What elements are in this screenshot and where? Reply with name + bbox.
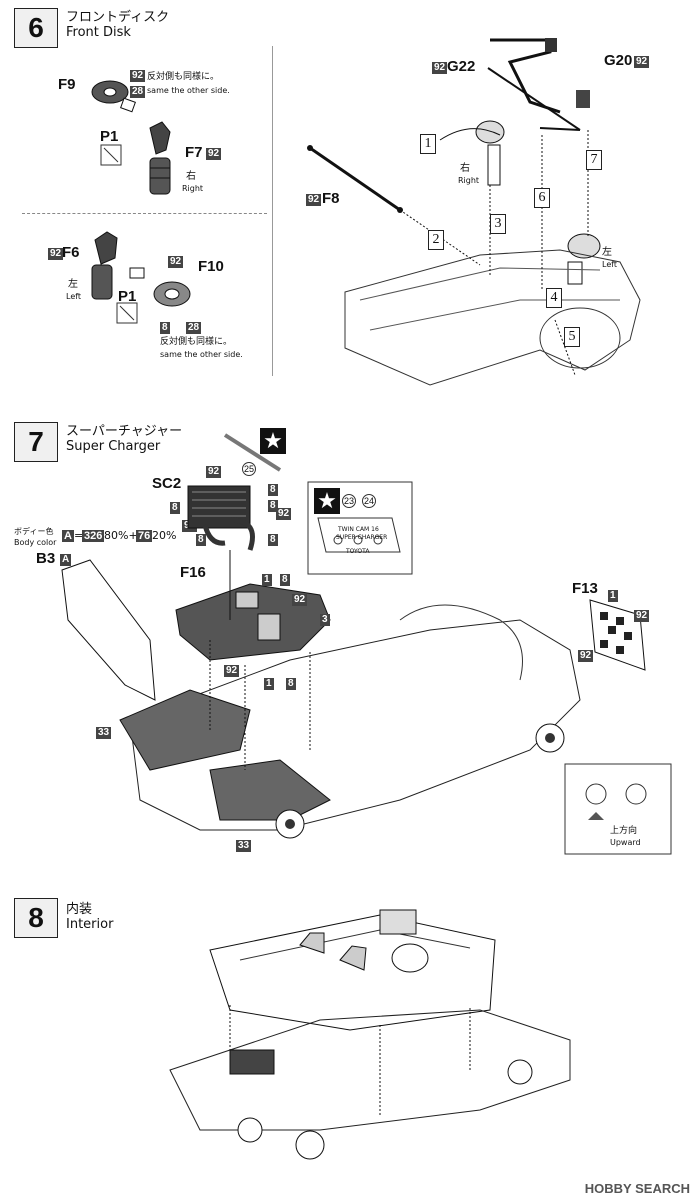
code-92-f10: 92 — [168, 256, 184, 268]
step-7-title-jp: スーパーチャジャー — [66, 424, 183, 439]
code-8-f16: 8 — [280, 574, 290, 586]
step-box-1: 1 — [420, 134, 436, 154]
body-formula-v1: 80%+ — [104, 529, 138, 542]
part-F9: F9 — [58, 76, 76, 93]
note-same-jp-2: 反対側も同様に。 — [160, 337, 233, 347]
upward-en: Upward — [610, 838, 641, 847]
code-28-f9: 28 — [130, 86, 146, 98]
code-8-sc2-c: 8 — [268, 500, 278, 512]
divider-dashed — [22, 213, 267, 214]
label-left-jp-1: 左 — [68, 279, 78, 290]
code-8-sc2-b: 8 — [268, 484, 278, 496]
code-8-sc2-a: 8 — [170, 502, 180, 514]
step-8-title: 内装 Interior — [66, 902, 113, 932]
code-23: 23 — [342, 494, 356, 508]
note-same-jp-1: 反対側も同様に。 — [147, 72, 220, 82]
part-F13: F13 — [572, 580, 598, 597]
code-8-sc2-e: 8 — [268, 534, 278, 546]
part-F7: F7 — [185, 144, 203, 161]
divider-vertical — [272, 46, 273, 376]
code-92-f8: 92 — [306, 194, 322, 206]
step-7-title-en: Super Charger — [66, 439, 161, 454]
step-box-7: 7 — [586, 150, 602, 170]
star-badge-2: ★ — [314, 488, 340, 514]
code-3-f16: 3 — [320, 614, 330, 626]
code-8-sc2-d: 8 — [196, 534, 206, 546]
code-92-f16-b: 92 — [224, 665, 240, 677]
code-A-b3: A — [60, 554, 72, 566]
body-formula-eq: = — [74, 529, 84, 542]
part-B3: B3 — [36, 550, 56, 567]
part-F8: F8 — [322, 190, 340, 207]
body-formula-v2: 20% — [152, 529, 177, 542]
part-F16: F16 — [180, 564, 206, 581]
step-6-title-jp: フロントディスク — [66, 10, 170, 25]
watermark: HOBBY SEARCH — [584, 1181, 690, 1196]
code-92-f7: 92 — [206, 148, 222, 160]
step-8-title-jp: 内装 — [66, 902, 93, 917]
decal-supercharger: SUPER CHARGER — [336, 534, 388, 541]
step-7-badge: 7 — [14, 422, 58, 462]
step-8-drawing — [169, 909, 571, 1160]
part-F10: F10 — [198, 258, 224, 275]
code-24: 24 — [362, 494, 376, 508]
step-6-drawing — [91, 38, 641, 386]
body-formula-p2: 76 — [136, 530, 153, 542]
step-box-6: 6 — [534, 188, 550, 208]
body-color-en: Body color — [14, 538, 57, 547]
label-left-en-1: Left — [66, 292, 82, 301]
label-right-en-1: Right — [182, 184, 204, 193]
step-box-4: 4 — [546, 288, 562, 308]
code-33-a: 33 — [96, 727, 112, 739]
note-same-en-1: same the other side. — [147, 86, 230, 95]
code-92-f16: 92 — [292, 594, 308, 606]
star-badge-1: ★ — [260, 428, 286, 454]
code-92-g22: 92 — [432, 62, 448, 74]
part-F6: F6 — [62, 244, 80, 261]
part-P1-b: P1 — [118, 288, 137, 305]
step-7-title: スーパーチャジャー Super Charger — [66, 424, 182, 454]
step-8-badge: 8 — [14, 898, 58, 938]
step-7-drawing — [61, 433, 672, 855]
code-92-f9: 92 — [130, 70, 146, 82]
part-G20: G20 — [604, 52, 633, 69]
step-6-title-en: Front Disk — [66, 25, 131, 40]
label-right-jp-2: 右 — [460, 163, 470, 174]
step-8-title-en: Interior — [66, 917, 114, 932]
label-left-en-2: Left — [602, 260, 618, 269]
upward-jp: 上方向 — [610, 826, 638, 836]
code-1-f16: 1 — [262, 574, 272, 586]
code-92-f13-b: 92 — [578, 650, 594, 662]
code-8-f16-b: 8 — [286, 678, 296, 690]
code-1-f13: 1 — [608, 590, 618, 602]
body-color-jp: ボディー色 — [14, 527, 54, 536]
code-92-f6: 92 — [48, 248, 64, 260]
part-P1-a: P1 — [100, 128, 119, 145]
step-6-badge: 6 — [14, 8, 58, 48]
part-G22: G22 — [447, 58, 476, 75]
step-6-title: フロントディスク Front Disk — [66, 10, 169, 40]
code-92-sc2-c: 92 — [276, 508, 292, 520]
code-8-f10: 8 — [160, 322, 170, 334]
decal-toyota: TOYOTA — [346, 548, 370, 555]
label-right-jp-1: 右 — [186, 171, 196, 182]
label-left-jp-2: 左 — [602, 247, 612, 258]
step-box-2: 2 — [428, 230, 444, 250]
code-25-sc2: 25 — [242, 462, 256, 476]
code-A-body: A — [62, 530, 74, 542]
code-92-sc2: 92 — [206, 466, 222, 478]
code-28-f10: 28 — [186, 322, 202, 334]
body-formula-p1: 326 — [82, 530, 105, 542]
code-92-f13-a: 92 — [634, 610, 650, 622]
part-SC2: SC2 — [152, 475, 182, 492]
decal-twincam: TWIN CAM 16 — [338, 526, 379, 533]
code-33-b: 33 — [236, 840, 252, 852]
label-right-en-2: Right — [458, 176, 480, 185]
note-same-en-2: same the other side. — [160, 350, 243, 359]
step-box-3: 3 — [490, 214, 506, 234]
step-box-5: 5 — [564, 327, 580, 347]
code-1-f16-b: 1 — [264, 678, 274, 690]
code-92-g20: 92 — [634, 56, 650, 68]
